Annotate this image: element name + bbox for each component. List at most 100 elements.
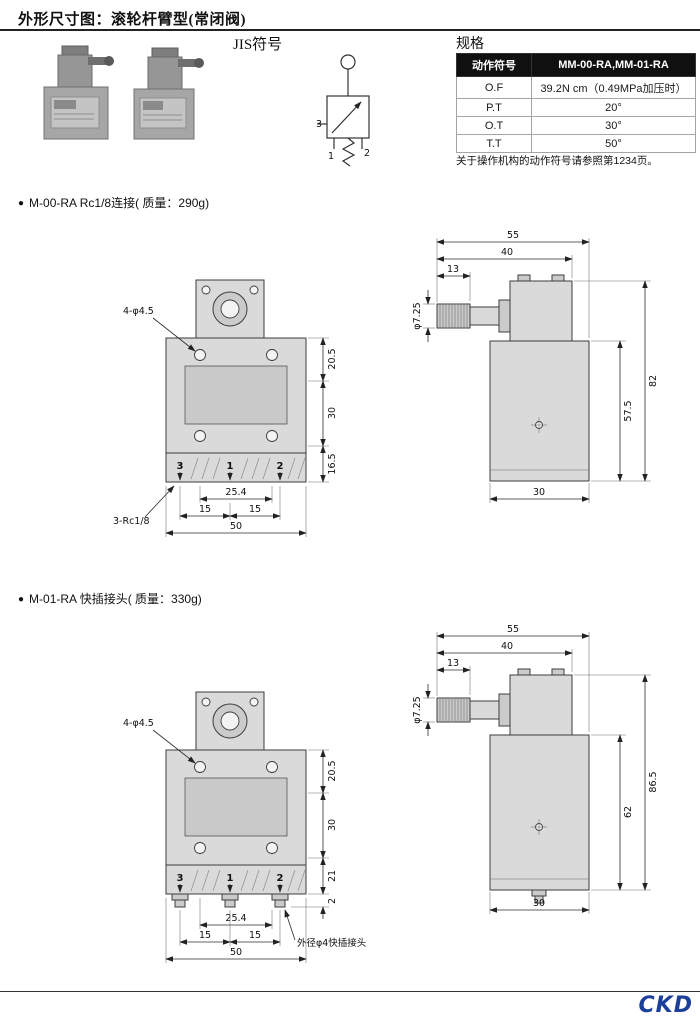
m01-front-body-graphic	[165, 691, 307, 908]
dim-15a-label: 15	[199, 504, 211, 515]
spec-table-title: 规格	[456, 37, 484, 52]
dim-13-label: 13	[447, 264, 459, 275]
product-photos	[43, 45, 204, 140]
dim-20-5-label: 20.5	[327, 348, 338, 369]
m00-front-port-labels: 3 1 2	[177, 461, 284, 481]
spec-header-row: 动作符号 MM-00-RA,MM-01-RA	[456, 53, 696, 77]
dim-dia-label: φ7.25	[412, 302, 423, 329]
spec-key: O.T	[456, 116, 532, 135]
jis-valve-symbol-graphic	[317, 54, 370, 167]
base-hatching	[190, 457, 306, 480]
drawing-m00-side: 55 40 13 φ7.25 82 57.5 30	[412, 230, 659, 503]
jis-port-3: 3	[316, 119, 322, 130]
port-2-label: 2	[277, 461, 284, 472]
dim-15a-label: 15	[199, 930, 211, 941]
brand-logo: CKD	[638, 993, 693, 1017]
dim-15b-label: 15	[249, 504, 261, 515]
roller-icon	[340, 54, 356, 70]
drawing-m00-front: 3 1 2 20.5 30 16.5 25.4	[113, 279, 338, 537]
flow-arrow-icon	[331, 101, 362, 134]
hole-callout-label: 4-φ4.5	[123, 718, 154, 729]
dim-82-label: 82	[648, 375, 659, 387]
m00-front-callouts: 4-φ4.5 3-Rc1/8	[113, 306, 196, 527]
spec-model-header: MM-00-RA,MM-01-RA	[531, 53, 696, 77]
dim-30-label: 30	[327, 819, 338, 831]
spec-row-tt: T.T 50°	[456, 134, 696, 153]
spec-col-header: 动作符号	[456, 53, 532, 77]
jis-symbol-label: JIS符号	[233, 37, 283, 53]
m01-front-port-labels: 3 1 2	[177, 873, 284, 893]
dim-25-4-label: 25.4	[225, 913, 246, 924]
spec-value: 39.2N cm（0.49MPa加压时）	[531, 76, 696, 99]
hole-callout-label: 4-φ4.5	[123, 306, 154, 317]
spec-value: 20°	[531, 98, 696, 117]
dim-2-label: 2	[327, 898, 338, 904]
spec-key: T.T	[456, 134, 532, 153]
dim-50-label: 50	[230, 521, 242, 532]
spec-value: 50°	[531, 134, 696, 153]
dim-25-4-label: 25.4	[225, 487, 246, 498]
port-3-label: 3	[177, 873, 184, 884]
push-in-fittings	[171, 893, 289, 908]
page-title: 外形尺寸图：滚轮杆臂型(常闭阀)	[18, 12, 246, 28]
drawing-m01-side: 55 40 13 φ7.25 86.5 62 30	[412, 624, 659, 914]
bullet-icon: ●	[18, 198, 25, 209]
m01-front-callouts: 4-φ4.5 外径φ4快插接头	[123, 718, 366, 949]
port-1-label: 1	[227, 461, 234, 472]
spec-note: 关于操作机构的动作符号请参照第1234页。	[456, 155, 658, 167]
m01-front-dimensions: 20.5 30 21 2 25.4 15 15 50	[165, 749, 338, 963]
dim-57-5-label: 57.5	[623, 400, 634, 421]
m00-front-body-graphic	[165, 279, 307, 483]
dim-30-label: 30	[533, 487, 545, 498]
section-m01-title: M-01-RA 快插接头( 质量：330g)	[29, 592, 202, 606]
dim-55-label: 55	[507, 230, 519, 241]
dim-21-label: 21	[327, 870, 338, 882]
jis-symbol-diagram: 3 1 2	[316, 54, 370, 167]
spec-table: 动作符号 MM-00-RA,MM-01-RA O.F 39.2N cm（0.49…	[456, 53, 696, 153]
spring-icon	[341, 137, 356, 167]
product-photo-left	[43, 45, 114, 140]
dim-40-label: 40	[501, 641, 513, 652]
base-hatching	[190, 869, 306, 892]
m00-side-body-graphic	[436, 274, 590, 482]
dim-dia-label: φ7.25	[412, 696, 423, 723]
roller-knurl	[439, 305, 468, 327]
spec-key: P.T	[456, 98, 532, 117]
dim-40-label: 40	[501, 247, 513, 258]
section-m00-title: M-00-RA Rc1/8连接( 质量：290g)	[29, 196, 210, 210]
roller-knurl	[439, 699, 468, 721]
m00-side-dimensions: 55 40 13 φ7.25 82 57.5 30	[412, 230, 659, 503]
drawing-m01-front: 3 1 2 20.5 30 21 2 25.4	[123, 691, 366, 963]
dim-30-label: 30	[327, 407, 338, 419]
product-photo-right	[133, 47, 204, 140]
dim-15b-label: 15	[249, 930, 261, 941]
jis-port-1: 1	[328, 151, 334, 162]
title-divider	[0, 29, 700, 31]
thread-callout-label: 3-Rc1/8	[113, 516, 150, 527]
port-3-label: 3	[177, 461, 184, 472]
dim-86-5-label: 86.5	[648, 771, 659, 792]
m01-side-dimensions: 55 40 13 φ7.25 86.5 62 30	[412, 624, 659, 914]
spec-row-pt: P.T 20°	[456, 98, 696, 117]
section-m00-label: ● M-00-RA Rc1/8连接( 质量：290g)	[18, 194, 209, 211]
fitting-callout-label: 外径φ4快插接头	[297, 937, 366, 949]
push-in-fitting-bottom	[531, 889, 547, 904]
spec-key: O.F	[456, 76, 532, 99]
dim-62-label: 62	[623, 806, 634, 818]
dim-13-label: 13	[447, 658, 459, 669]
jis-port-2: 2	[364, 148, 370, 159]
section-m01-label: ● M-01-RA 快插接头( 质量：330g)	[18, 590, 202, 607]
bullet-icon: ●	[18, 594, 25, 605]
spec-row-ot: O.T 30°	[456, 116, 696, 135]
spec-row-of: O.F 39.2N cm（0.49MPa加压时）	[456, 76, 696, 99]
dim-55-label: 55	[507, 624, 519, 635]
footer-divider	[0, 991, 700, 992]
spec-value: 30°	[531, 116, 696, 135]
dim-20-5-label: 20.5	[327, 760, 338, 781]
dim-16-5-label: 16.5	[327, 453, 338, 474]
port-1-label: 1	[227, 873, 234, 884]
dim-50-label: 50	[230, 947, 242, 958]
dim-30-label: 30	[533, 898, 545, 909]
port-2-label: 2	[277, 873, 284, 884]
